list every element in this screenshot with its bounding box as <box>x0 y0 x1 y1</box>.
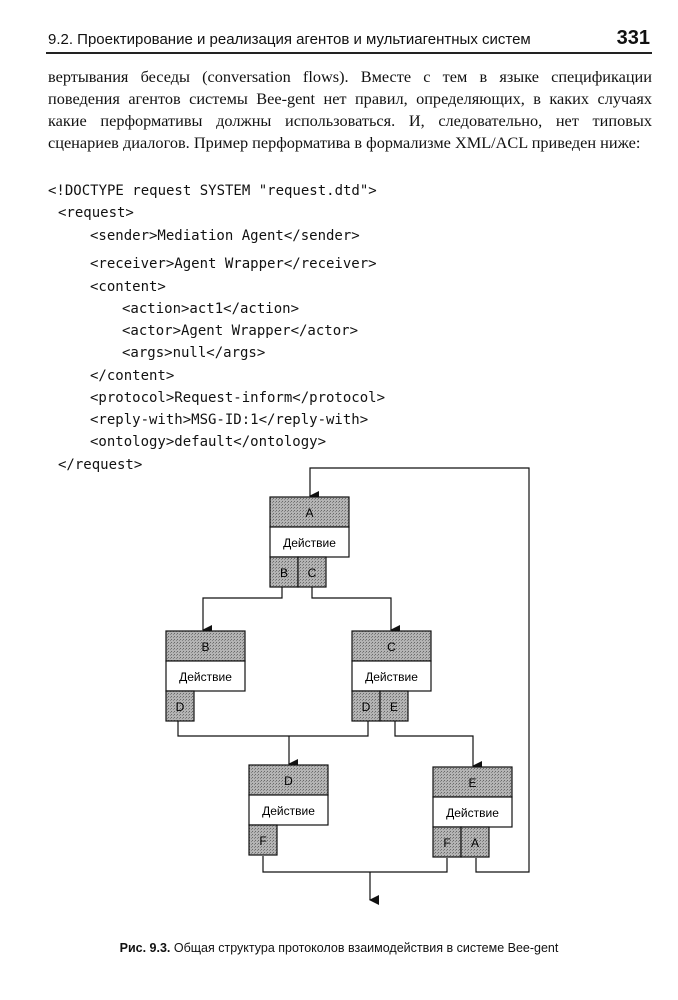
node-port-label: E <box>390 700 398 714</box>
code-line: </request> <box>58 457 143 473</box>
node-port <box>297 556 327 588</box>
code-line: <request> <box>58 205 134 221</box>
node-port <box>460 826 490 858</box>
code-line: </content> <box>90 368 175 384</box>
node-action-box <box>165 660 246 692</box>
code-line: <!DOCTYPE request SYSTEM "request.dtd"> <box>48 183 377 199</box>
node-header <box>432 766 513 798</box>
node-id: D <box>284 774 293 788</box>
arrow-a-to-c <box>311 587 400 635</box>
code-line: <sender>Mediation Agent</sender> <box>90 228 360 244</box>
node-action-label: Действие <box>262 804 315 818</box>
node-action-box <box>269 526 350 558</box>
node-id: A <box>305 506 313 520</box>
node-action-label: Действие <box>446 806 499 820</box>
body-paragraph: вертывания беседы (conversation flows). … <box>48 67 652 152</box>
code-line: <action>act1</action> <box>122 301 300 317</box>
node-port <box>351 690 381 722</box>
node-action-label: Действие <box>179 670 232 684</box>
node-action-label: Действие <box>365 670 418 684</box>
node-port-label: A <box>471 836 479 850</box>
node-header <box>165 630 246 662</box>
figure-label: Рис. 9.3. <box>119 941 171 955</box>
node-id: C <box>387 640 396 654</box>
node-port-label: D <box>362 700 371 714</box>
arrow-to-d <box>177 721 369 764</box>
code-line: <reply-with>MSG-ID:1</reply-with> <box>90 412 369 428</box>
node-action-label: Действие <box>283 536 336 550</box>
code-line: <protocol>Request-inform</protocol> <box>90 390 386 406</box>
connectors <box>177 467 530 900</box>
node-header <box>269 496 350 528</box>
code-line: <receiver>Agent Wrapper</receiver> <box>90 256 377 272</box>
node-port-label: F <box>443 836 450 850</box>
arrow-e-to-a <box>309 467 530 873</box>
figure-caption: Рис. 9.3. Общая структура протоколов вза… <box>0 941 678 955</box>
code-line: <actor>Agent Wrapper</actor> <box>122 323 359 339</box>
node-port <box>248 824 278 856</box>
arrow-a-to-b <box>202 587 283 635</box>
header-rule <box>46 52 652 54</box>
arrow-exit <box>262 856 448 900</box>
code-line: <content> <box>90 279 166 295</box>
figure-caption-text: Общая структура протоколов взаимодействи… <box>173 941 559 955</box>
arrow-c-to-e <box>394 721 482 771</box>
node-port-label: B <box>280 566 288 580</box>
page-number: 331 <box>616 27 650 49</box>
node-id: E <box>468 776 476 790</box>
node-port <box>269 556 299 588</box>
node-id: B <box>201 640 209 654</box>
node-port-label: F <box>259 834 266 848</box>
node-port <box>165 690 195 722</box>
node-port-label: D <box>176 700 185 714</box>
running-header: 9.2. Проектирование и реализация агентов… <box>48 31 531 48</box>
node-port-label: C <box>308 566 317 580</box>
node-port <box>379 690 409 722</box>
code-line: <ontology>default</ontology> <box>90 434 327 450</box>
node-action-box <box>248 794 329 826</box>
code-line: <args>null</args> <box>122 345 266 361</box>
node-header <box>351 630 432 662</box>
node-header <box>248 764 329 796</box>
node-port <box>432 826 462 858</box>
